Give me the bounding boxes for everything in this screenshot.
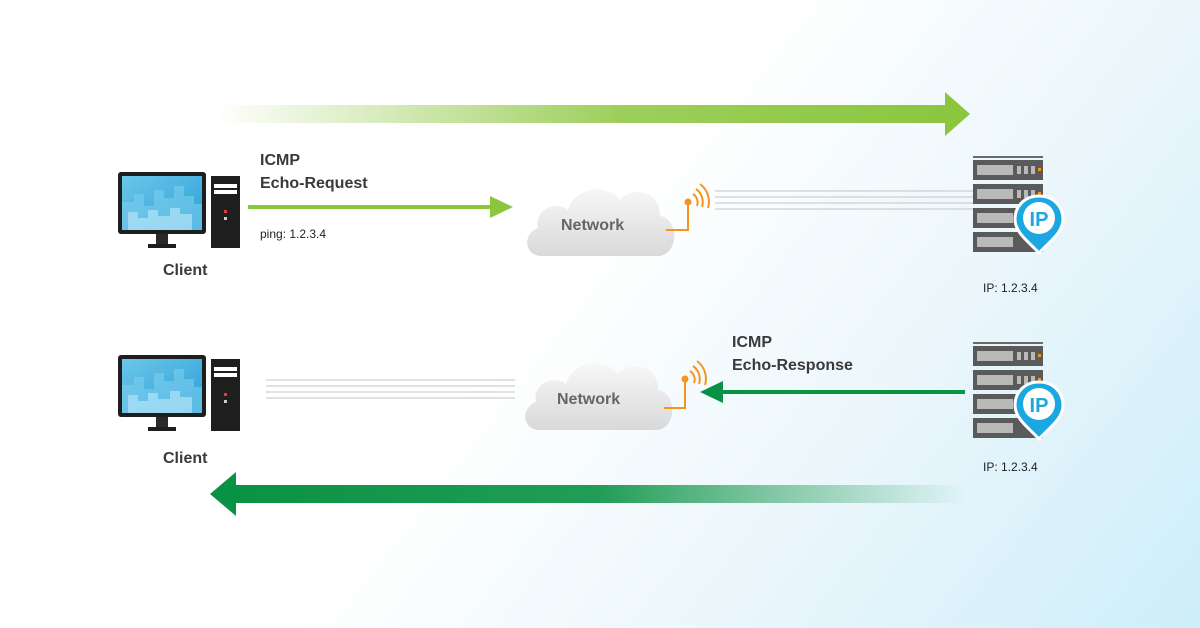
response-flow-arrow <box>210 472 967 516</box>
server-response <box>971 340 1065 441</box>
echo-request-arrow <box>248 196 513 218</box>
wireless-signal-icon-request <box>666 183 710 231</box>
request-flow-arrow <box>215 92 970 136</box>
client-computer-response <box>118 355 240 431</box>
ping-command-label: ping: 1.2.3.4 <box>260 227 327 241</box>
wireless-signal-icon-response <box>664 360 707 409</box>
ip-badge-icon-response: IP <box>1030 395 1049 417</box>
client-label-request: Client <box>163 262 208 279</box>
response-protocol-label: ICMP <box>732 334 772 351</box>
client-computer-request <box>118 172 240 248</box>
ip-badge-icon-request: IP <box>1030 209 1049 231</box>
signal-lines-request <box>715 190 975 210</box>
echo-response-arrow <box>700 381 965 403</box>
echo-response-label: Echo-Response <box>732 357 853 374</box>
network-label-request: Network <box>561 217 625 234</box>
signal-lines-response <box>266 379 515 399</box>
network-label-response: Network <box>557 391 621 408</box>
echo-request-label: Echo-Request <box>260 175 368 192</box>
server-ip-label-request: IP: 1.2.3.4 <box>983 281 1038 295</box>
request-protocol-label: ICMP <box>260 152 300 169</box>
server-ip-label-response: IP: 1.2.3.4 <box>983 460 1038 474</box>
client-label-response: Client <box>163 450 208 467</box>
server-request <box>971 154 1065 255</box>
